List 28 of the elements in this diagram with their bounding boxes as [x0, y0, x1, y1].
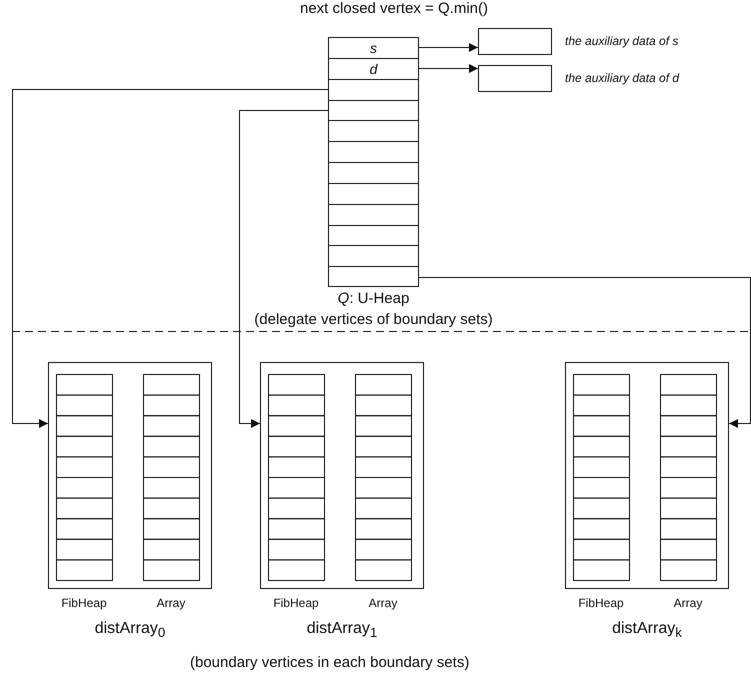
column-label: Array [672, 596, 704, 610]
array-name: distArray$_{0}$ [94, 620, 166, 640]
dist-array-box [565, 362, 729, 589]
array-name: distArray$_{k}$ [611, 620, 683, 640]
formula-note: next closed vertex = Q.min() [300, 0, 488, 17]
slot-label: d [368, 60, 379, 79]
column-label: Array [156, 596, 186, 610]
arrow [418, 64, 478, 73]
array-name: distArray$_{1}$ [306, 620, 378, 640]
column-label: FibHeap [577, 596, 625, 610]
heap-caption: (delegate vertices of boundary sets) [253, 311, 494, 328]
data-note: the auxiliary data of d [565, 71, 680, 85]
section-caption: (boundary vertices in each boundary sets) [190, 654, 470, 671]
arrow [418, 277, 751, 428]
arrow [239, 110, 328, 428]
arrow [418, 43, 478, 52]
column-label: FibHeap [60, 596, 108, 610]
data-box [478, 28, 552, 55]
column-label: FibHeap [272, 596, 320, 610]
heap-array [328, 37, 419, 287]
dist-array-box [260, 362, 424, 589]
data-note: the auxiliary data of s [565, 34, 678, 48]
column-label: Array [368, 596, 398, 610]
arrow [12, 89, 328, 428]
dist-array-box [48, 362, 212, 589]
heap-title: Q: U-Heap [336, 290, 410, 307]
data-box [478, 65, 552, 92]
slot-label: s [369, 39, 378, 58]
